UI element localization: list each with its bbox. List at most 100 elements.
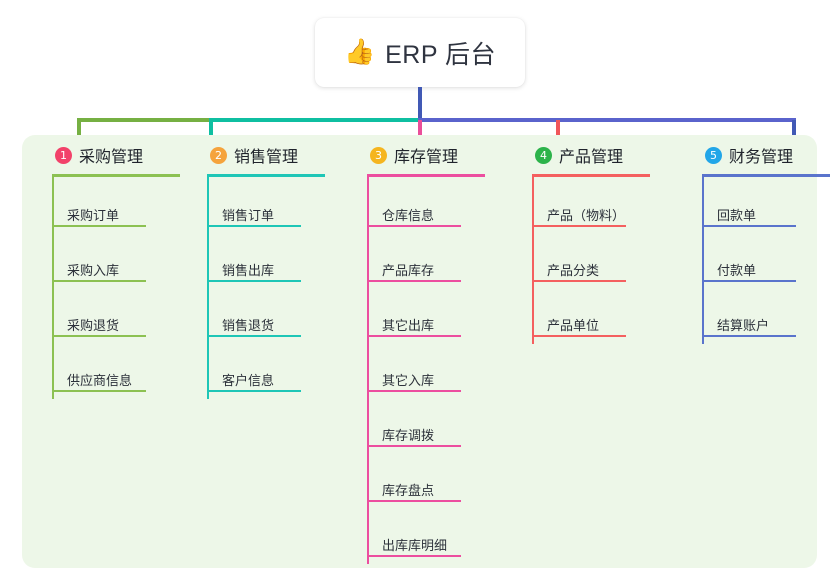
column-rail-5 [702,177,704,344]
list-item-underline [207,225,301,227]
branch-drop-4 [556,120,560,146]
column-rail-2 [207,177,209,399]
list-item-label: 回款单 [717,208,757,223]
list-item-label: 产品单位 [547,318,600,333]
list-item-underline [532,225,626,227]
list-item-underline [532,335,626,337]
list-item-label: 采购入库 [67,263,120,278]
list-item[interactable]: 其它出库 [352,287,517,342]
list-item[interactable]: 产品库存 [352,232,517,287]
list-item[interactable]: 仓库信息 [352,177,517,232]
trunk-connector [418,87,422,120]
column-title-2: 销售管理 [234,149,299,166]
list-item-label: 供应商信息 [67,373,133,388]
column-product: 4 产品管理 产品（物料） 产品分类 产品单位 [517,135,677,344]
list-item-underline [702,280,796,282]
branch-drop-3 [418,120,422,146]
list-item-underline [367,225,461,227]
list-item[interactable]: 回款单 [687,177,832,232]
column-header-2[interactable]: 2 销售管理 [192,135,352,175]
list-item-underline [52,225,146,227]
list-item-label: 仓库信息 [382,208,435,223]
column-purchase: 1 采购管理 采购订单 采购入库 采购退货 供应商信息 [37,135,192,399]
list-item[interactable]: 采购入库 [37,232,192,287]
column-badge-4: 4 [535,146,552,164]
column-title-3: 库存管理 [394,149,459,166]
list-item[interactable]: 产品分类 [517,232,677,287]
column-badge-1: 1 [55,146,72,164]
list-item-underline [367,555,461,557]
list-item-label: 销售退货 [222,318,275,333]
list-item-label: 出库库明细 [382,538,448,553]
column-header-4[interactable]: 4 产品管理 [517,135,677,175]
list-item-underline [367,500,461,502]
column-title-5: 财务管理 [729,149,794,166]
column-rail-4 [532,177,534,344]
column-rail-1 [52,177,54,399]
list-item-underline [52,280,146,282]
list-item-underline [702,335,796,337]
list-item-underline [207,390,301,392]
list-item-label: 客户信息 [222,373,275,388]
list-item-label: 付款单 [717,263,757,278]
list-item-underline [52,335,146,337]
list-item-underline [207,335,301,337]
list-item[interactable]: 销售出库 [192,232,352,287]
list-item[interactable]: 付款单 [687,232,832,287]
branch-drop-1 [77,120,81,146]
list-item[interactable]: 结算账户 [687,287,832,342]
list-item[interactable]: 库存调拨 [352,397,517,452]
list-item-label: 采购退货 [67,318,120,333]
column-title-4: 产品管理 [559,149,624,166]
column-badge-5: 5 [705,146,722,164]
list-item[interactable]: 销售退货 [192,287,352,342]
list-item[interactable]: 销售订单 [192,177,352,232]
column-header-1[interactable]: 1 采购管理 [37,135,192,175]
column-inventory: 3 库存管理 仓库信息 产品库存 其它出库 其它入库 库存调拨 [352,135,517,564]
branch-drop-5 [792,120,796,146]
list-item-underline [702,225,796,227]
column-items-4: 产品（物料） 产品分类 产品单位 [517,177,677,342]
list-item[interactable]: 采购订单 [37,177,192,232]
list-item-label: 库存调拨 [382,428,435,443]
list-item[interactable]: 其它入库 [352,342,517,397]
list-item-underline [532,280,626,282]
column-header-5[interactable]: 5 财务管理 [687,135,832,175]
list-item-label: 产品（物料） [547,208,626,223]
list-item-underline [367,390,461,392]
list-item-label: 销售订单 [222,208,275,223]
branch-drop-2 [209,120,213,146]
list-item[interactable]: 产品单位 [517,287,677,342]
list-item-label: 采购订单 [67,208,120,223]
column-underline-3 [367,174,485,177]
mindmap-panel: 1 采购管理 采购订单 采购入库 采购退货 供应商信息 [22,135,830,568]
list-item[interactable]: 供应商信息 [37,342,192,397]
bus-connector-right [418,118,796,122]
column-header-3[interactable]: 3 库存管理 [352,135,517,175]
column-underline-5 [702,174,830,177]
column-underline-1 [52,174,180,177]
column-items-2: 销售订单 销售出库 销售退货 客户信息 [192,177,352,397]
list-item-label: 库存盘点 [382,483,435,498]
column-items-3: 仓库信息 产品库存 其它出库 其它入库 库存调拨 库存盘点 [352,177,517,562]
column-items-1: 采购订单 采购入库 采购退货 供应商信息 [37,177,192,397]
column-title-1: 采购管理 [79,149,144,166]
thumbs-up-icon: 👍 [343,38,376,66]
root-node-card[interactable]: 👍 ERP 后台 [315,18,525,87]
column-underline-4 [532,174,650,177]
list-item[interactable]: 出库库明细 [352,507,517,562]
list-item[interactable]: 产品（物料） [517,177,677,232]
list-item-label: 产品库存 [382,263,435,278]
list-item-label: 其它入库 [382,373,435,388]
column-items-5: 回款单 付款单 结算账户 [687,177,832,342]
list-item-underline [367,280,461,282]
list-item[interactable]: 库存盘点 [352,452,517,507]
column-finance: 5 财务管理 回款单 付款单 结算账户 [687,135,832,344]
list-item[interactable]: 采购退货 [37,287,192,342]
list-item[interactable]: 客户信息 [192,342,352,397]
list-item-label: 结算账户 [717,318,770,333]
column-badge-3: 3 [370,146,387,164]
list-item-underline [207,280,301,282]
list-item-label: 销售出库 [222,263,275,278]
list-item-underline [367,445,461,447]
